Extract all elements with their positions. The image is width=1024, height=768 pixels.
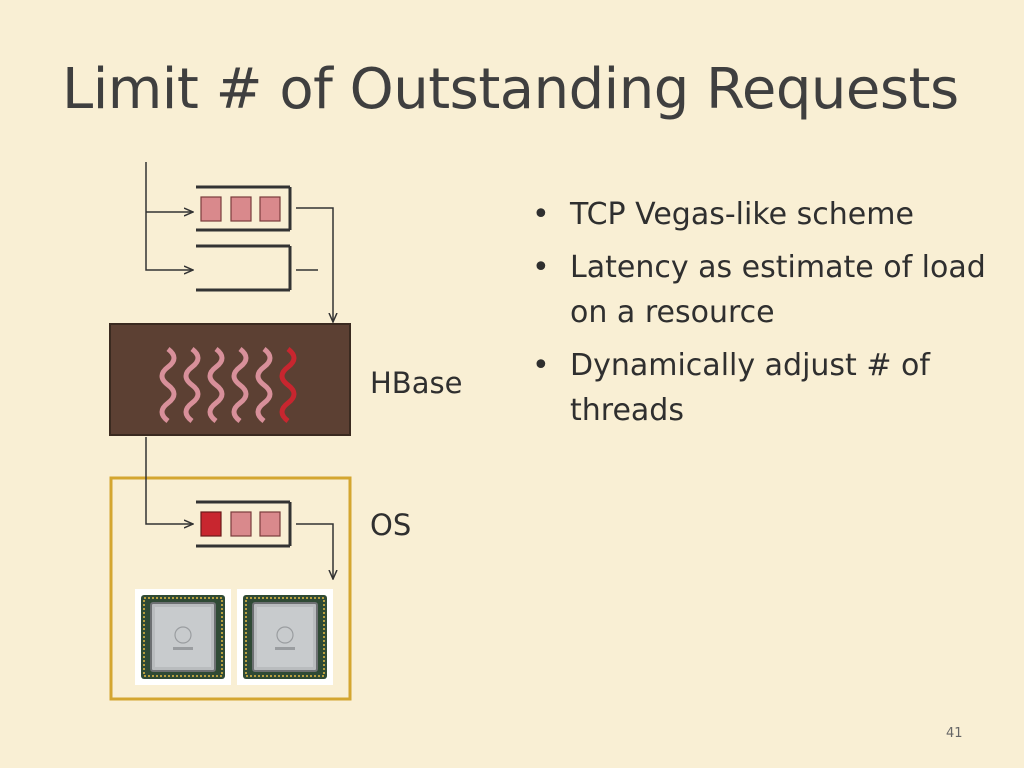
os-queue-to-cpu-arrow [296, 523, 333, 579]
bullet-text: TCP Vegas-like scheme [570, 197, 914, 232]
bullet-text: Latency as estimate of load on a resourc… [570, 250, 986, 330]
request-queue-1 [196, 185, 292, 232]
input-arrows [145, 162, 193, 270]
queue-slot-active [200, 511, 222, 537]
bullet-dot-icon: • [532, 250, 550, 285]
os-label: OS [370, 508, 412, 542]
bullet-item: • Latency as estimate of load on a resour… [532, 245, 1012, 335]
bullet-list: • TCP Vegas-like scheme • Latency as estim… [532, 192, 1012, 441]
bullet-text: Dynamically adjust # of threads [570, 348, 930, 428]
os-frame [109, 476, 352, 701]
queue-slot [230, 511, 252, 537]
cpu-chip-icon [135, 589, 231, 685]
bullet-dot-icon: • [532, 348, 550, 383]
request-queue-2 [196, 244, 292, 292]
queue-slot [200, 196, 222, 222]
page-number: 41 [946, 726, 963, 741]
queue-slot [259, 511, 281, 537]
cpu-chip-icon [237, 589, 333, 685]
queue-to-hbase-arrows [296, 207, 333, 322]
bullet-dot-icon: • [532, 197, 550, 232]
queue-slot [230, 196, 252, 222]
slide-title: Limit # of Outstanding Requests [62, 57, 959, 122]
bullet-item: • TCP Vegas-like scheme [532, 192, 1012, 237]
hbase-to-os-arrow [145, 437, 193, 524]
queue-slot [259, 196, 281, 222]
hbase-label: HBase [370, 366, 463, 400]
bullet-item: • Dynamically adjust # of threads [532, 343, 1012, 433]
os-queue [196, 500, 292, 548]
hbase-box [109, 323, 351, 436]
